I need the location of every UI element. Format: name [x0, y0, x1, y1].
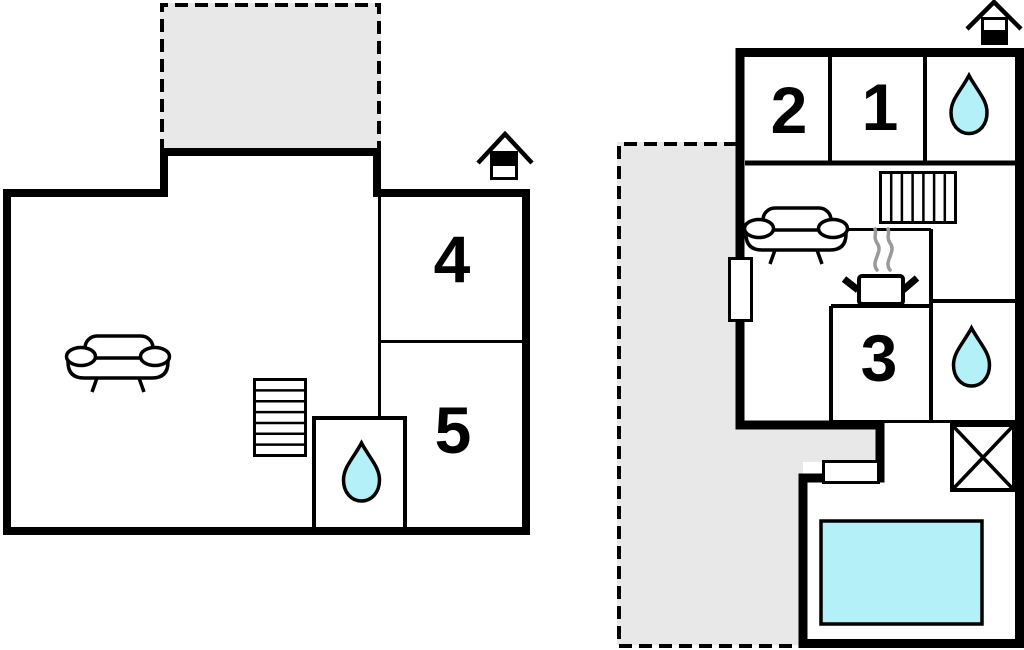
door: [728, 257, 753, 322]
terrace-dashed-border: [617, 142, 797, 648]
stairs-icon: [253, 378, 307, 457]
house-icon: [965, 0, 1023, 45]
room-label-3: 3: [861, 321, 898, 395]
stairs-icon: [879, 171, 957, 224]
steam-icon: [873, 227, 894, 272]
room-label-4: 4: [434, 222, 471, 296]
room-label-1: 1: [862, 70, 899, 144]
right-floor-plan: 2 1 3: [617, 0, 1024, 648]
room-label-2: 2: [771, 73, 808, 147]
cooking-pot-icon: [841, 274, 920, 306]
pool: [819, 519, 984, 626]
door: [822, 460, 880, 484]
terrace-area: [617, 142, 880, 645]
water-drop-icon: [341, 439, 382, 503]
building-outline: [735, 48, 1024, 648]
terrace-area: [160, 3, 381, 152]
left-floor-plan: 4 5: [3, 3, 534, 535]
room-label-5: 5: [435, 393, 472, 467]
crossed-box-icon: [950, 423, 1016, 492]
sofa-icon: [64, 334, 172, 393]
house-icon: [476, 130, 534, 180]
